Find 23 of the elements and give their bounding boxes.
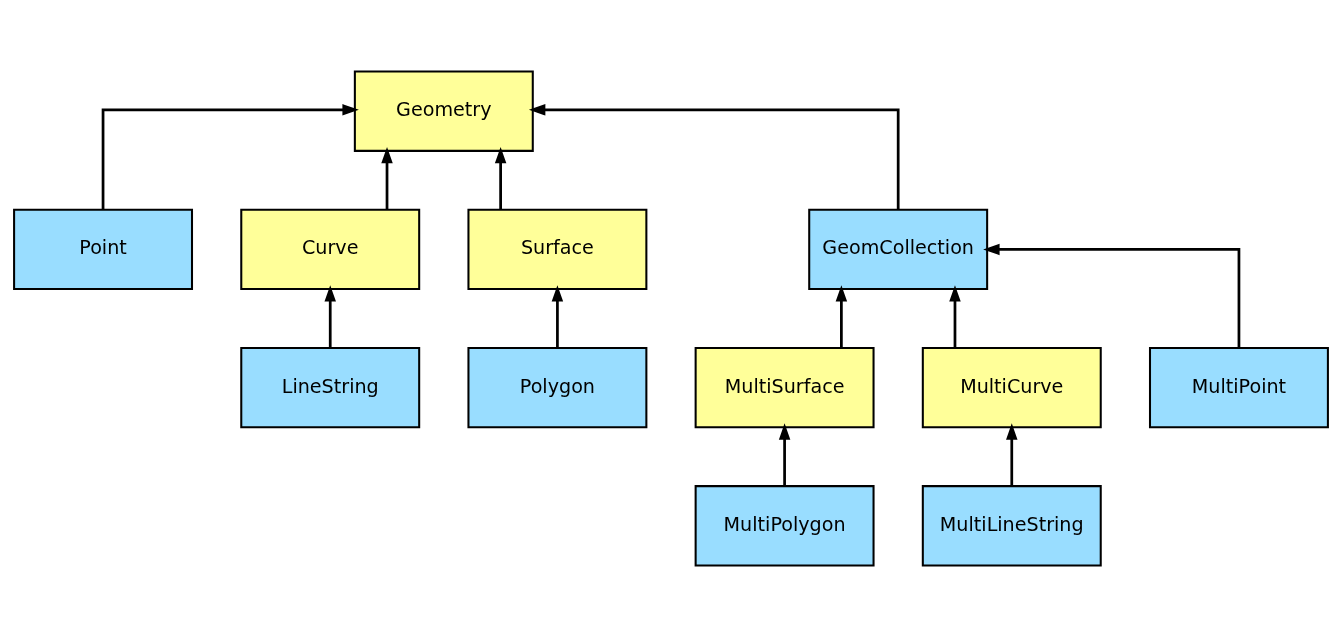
node-box: Surface xyxy=(467,208,648,291)
arrow xyxy=(494,146,507,210)
node-box: Point xyxy=(13,208,194,291)
node-box: GeomCollection xyxy=(808,208,989,291)
arrow xyxy=(778,423,791,486)
node-box: MultiLineString xyxy=(921,485,1102,567)
arrow xyxy=(983,243,1241,348)
arrow xyxy=(1006,423,1018,486)
arrow xyxy=(101,104,359,210)
arrow xyxy=(324,285,336,348)
arrow xyxy=(949,285,961,348)
node-box: MultiSurface xyxy=(694,346,875,429)
node-box: Curve xyxy=(240,208,421,291)
arrow xyxy=(835,285,848,348)
node-box: MultiPoint xyxy=(1148,346,1329,429)
arrow xyxy=(381,146,393,210)
node-box: Geometry xyxy=(353,70,534,152)
arrow xyxy=(551,285,564,348)
node-box: Polygon xyxy=(467,346,648,429)
node-box: MultiCurve xyxy=(921,346,1102,429)
arrow xyxy=(528,104,900,210)
node-box: MultiPolygon xyxy=(694,485,875,567)
node-box: LineString xyxy=(240,346,421,429)
